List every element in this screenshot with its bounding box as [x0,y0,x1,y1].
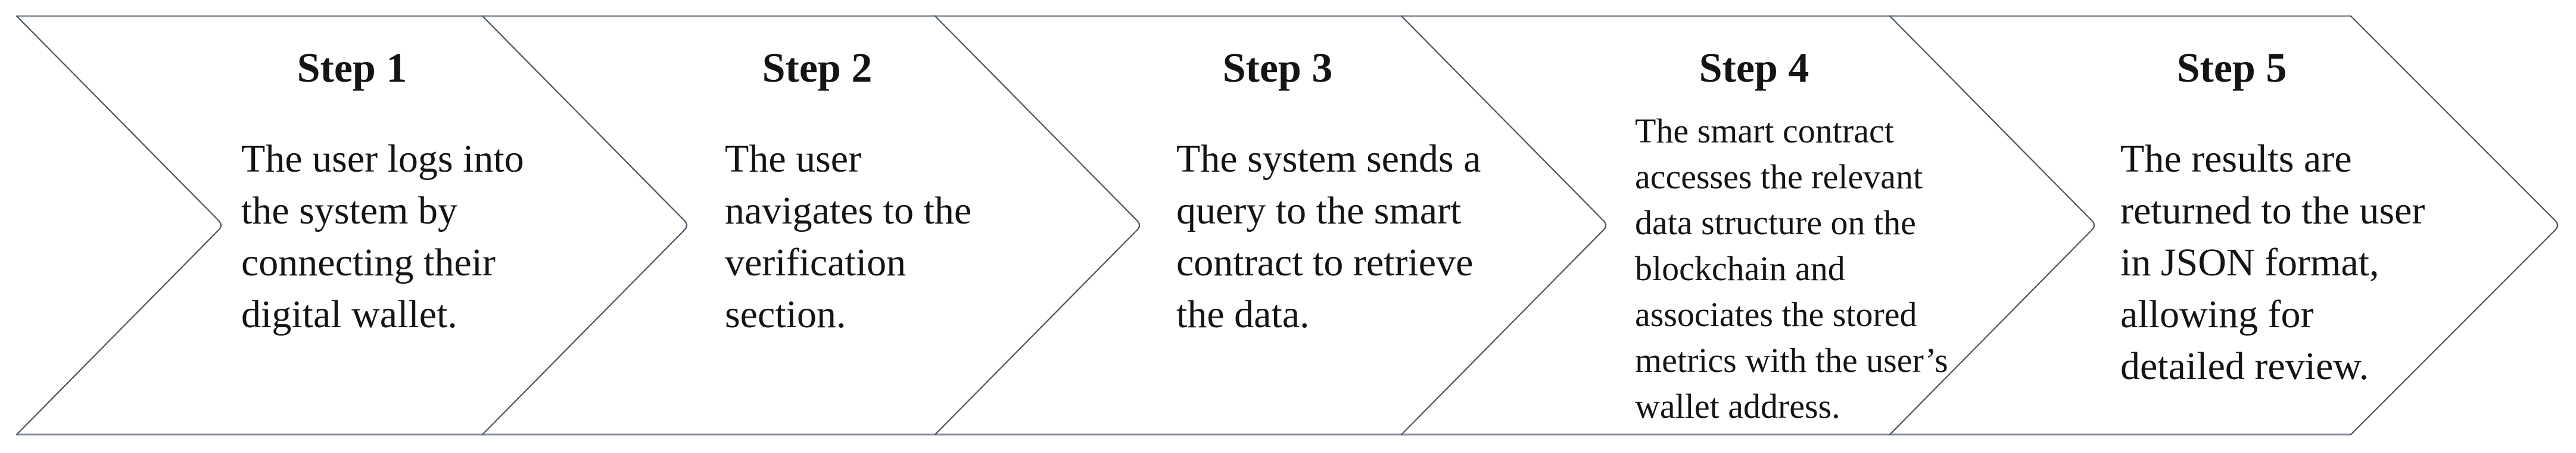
separator-step3-step4 [1400,15,1607,436]
step-4-title: Step 4 [1699,45,1809,91]
step-1-description: The user logs into the system by connect… [241,137,524,336]
step-2-description: The user navigates to the verification s… [725,137,972,336]
step-3-title: Step 3 [1222,45,1333,91]
separator-step2-step3 [934,15,1141,436]
step-4-description: The smart contract accesses the relevant… [1635,111,1948,426]
step-1-title: Step 1 [297,45,407,91]
band-left-notch [15,15,222,436]
band-right-tip [2350,15,2559,436]
separator-step4-step5 [1889,15,2095,436]
step-5-description: The results are returned to the user in … [2120,137,2425,388]
step-2-title: Step 2 [762,45,873,91]
step-5-title: Step 5 [2176,45,2287,91]
separator-step1-step2 [481,15,688,436]
step-3-description: The system sends a query to the smart co… [1176,137,1481,336]
